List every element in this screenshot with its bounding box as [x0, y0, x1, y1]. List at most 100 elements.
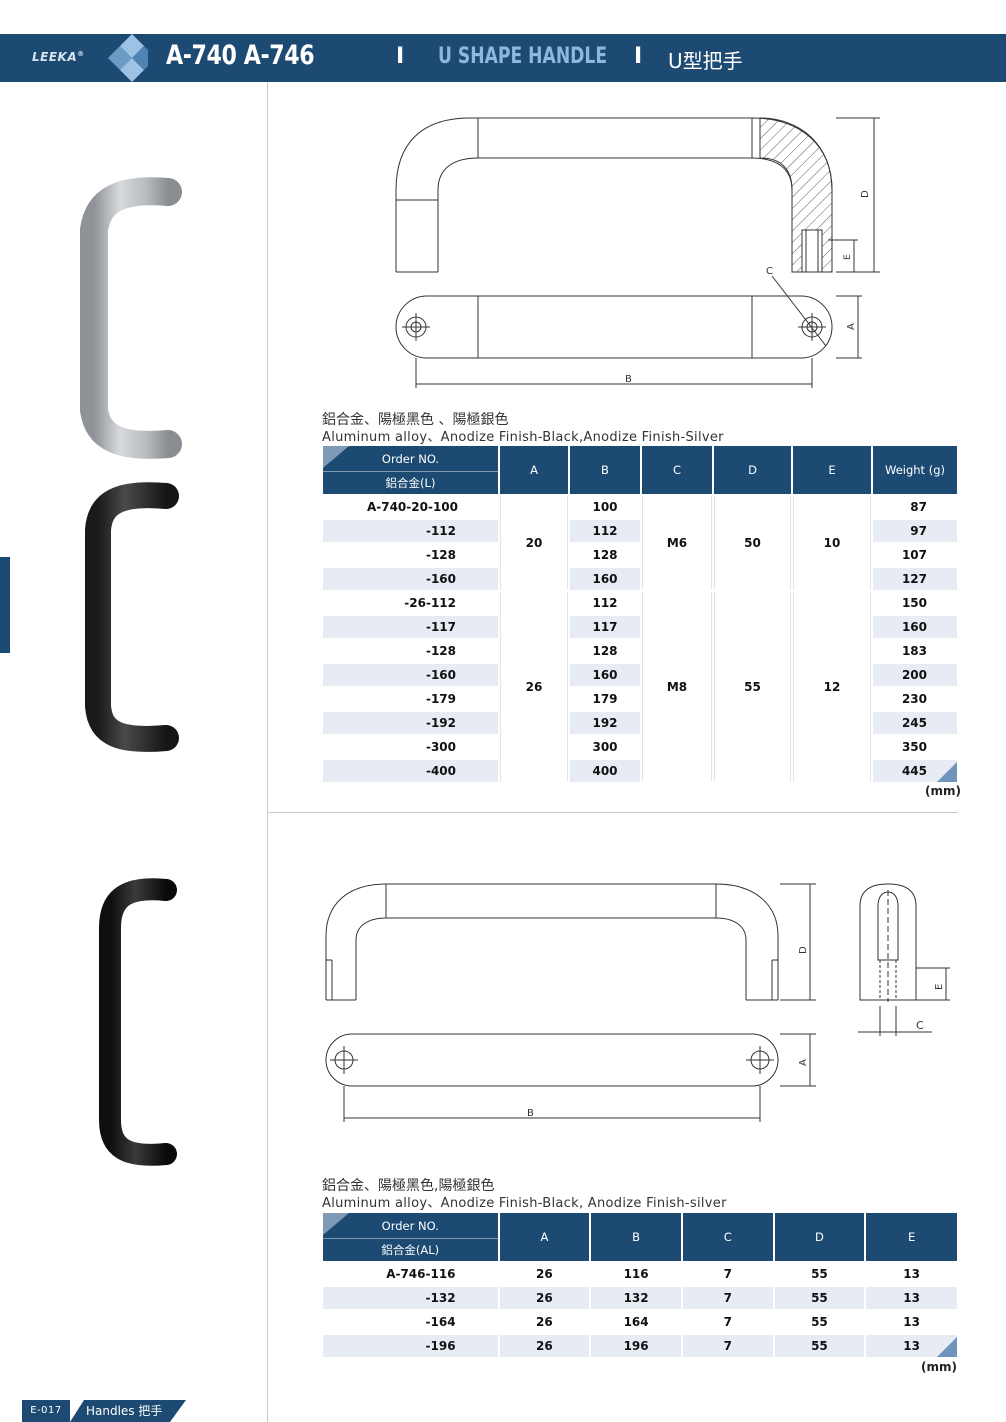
- b-cell: 192: [570, 712, 640, 734]
- b-cell: 179: [570, 688, 640, 710]
- d-cell: 55: [774, 1335, 865, 1357]
- b-cell: 112: [570, 520, 640, 542]
- table-row: -300 300 350: [323, 736, 957, 758]
- dim-label-c: C: [916, 1019, 924, 1032]
- e-cell: 13: [866, 1287, 957, 1309]
- table-row: -160 160 200: [323, 664, 957, 686]
- table-corner-accent: [937, 762, 957, 782]
- a-cell: 20: [500, 496, 568, 590]
- weight-cell: 107: [873, 544, 957, 566]
- d-cell: 55: [774, 1287, 865, 1309]
- header-order-no: Order NO. 鋁合金(AL): [323, 1213, 498, 1261]
- table-header: Order NO. 鋁合金(L) A B C D E Weight (g): [323, 446, 957, 494]
- spec-table-a740: Order NO. 鋁合金(L) A B C D E Weight (g) A-…: [321, 444, 959, 784]
- table-header: Order NO. 鋁合金(AL) A B C D E: [323, 1213, 957, 1261]
- b-cell: 116: [591, 1263, 681, 1285]
- order-cell: -179: [323, 688, 498, 710]
- b-cell: 132: [591, 1287, 681, 1309]
- order-cell: -300: [323, 736, 498, 758]
- header-col: B: [591, 1213, 681, 1261]
- order-cell: -192: [323, 712, 498, 734]
- header-col: B: [570, 446, 640, 494]
- e-cell: 12: [793, 592, 871, 782]
- e-cell: 10: [793, 496, 871, 590]
- title-cn: U型把手: [668, 49, 743, 73]
- material-cn-2: 鋁合金、陽極黑色,陽極銀色: [322, 1178, 495, 1194]
- header-order-no: Order NO. 鋁合金(L): [323, 446, 498, 494]
- a-cell: 26: [499, 1287, 590, 1309]
- weight-cell: 150: [873, 592, 957, 614]
- table-row: -132 26 132 7 55 13: [323, 1287, 957, 1309]
- e-cell: 13: [866, 1263, 957, 1285]
- table-row: -112 112 97: [323, 520, 957, 542]
- order-cell: -400: [323, 760, 498, 782]
- b-cell: 300: [570, 736, 640, 758]
- c-cell: 7: [682, 1311, 773, 1333]
- table-row: -26-112 26 112 M8 55 12 150: [323, 592, 957, 782]
- page-code: E-017: [22, 1400, 70, 1422]
- b-cell: 117: [570, 616, 640, 638]
- category-label: Handles 把手: [70, 1400, 186, 1422]
- table-row: -117 117 160: [323, 616, 957, 638]
- weight-cell: 200: [873, 664, 957, 686]
- dim-label-c: C: [766, 266, 773, 277]
- section-divider: [268, 812, 958, 813]
- table-corner-accent: [937, 1337, 957, 1357]
- silver-handle-photo: [80, 177, 182, 459]
- side-tab: [0, 557, 10, 653]
- a-cell: 26: [499, 1335, 590, 1357]
- b-cell: 100: [570, 496, 640, 518]
- dim-label-d: D: [798, 946, 809, 954]
- weight-cell: 350: [873, 736, 957, 758]
- a-cell: 26: [500, 592, 568, 782]
- order-cell: -132: [323, 1287, 498, 1309]
- order-cell: -26-112: [323, 592, 498, 614]
- table-row: -160 160 127: [323, 568, 957, 590]
- header-col: D: [714, 446, 791, 494]
- order-cell: -196: [323, 1335, 498, 1357]
- leeka-diamond-logo: [108, 34, 148, 82]
- table-row: A-740-20-100 20 100 M6 50 10 87: [323, 496, 957, 590]
- b-cell: 196: [591, 1335, 681, 1357]
- order-cell: -117: [323, 616, 498, 638]
- weight-cell: 230: [873, 688, 957, 710]
- b-cell: 128: [570, 544, 640, 566]
- weight-cell: 183: [873, 640, 957, 662]
- weight-cell: 160: [873, 616, 957, 638]
- b-cell: 128: [570, 640, 640, 662]
- technical-drawing-a746: D A B E C: [325, 883, 950, 1122]
- table-row: -400 400 445: [323, 760, 957, 782]
- brand-logo: LEEKA®: [32, 50, 85, 64]
- b-cell: 112: [570, 592, 640, 614]
- header-col: Weight (g): [873, 446, 957, 494]
- black-handle-photo: [85, 482, 179, 752]
- b-cell: 164: [591, 1311, 681, 1333]
- table-row: -196 26 196 7 55 13: [323, 1335, 957, 1357]
- header-col: A: [500, 446, 568, 494]
- order-cell: A-740-20-100: [323, 496, 498, 518]
- a-cell: 26: [499, 1263, 590, 1285]
- b-cell: 160: [570, 568, 640, 590]
- c-cell: 7: [682, 1287, 773, 1309]
- c-cell: M6: [642, 496, 712, 590]
- order-cell: A-746-116: [323, 1263, 498, 1285]
- order-cell: -164: [323, 1311, 498, 1333]
- table-row: -192 192 245: [323, 712, 957, 734]
- d-cell: 55: [714, 592, 791, 782]
- order-cell: -128: [323, 640, 498, 662]
- weight-cell: 97: [873, 520, 957, 542]
- weight-cell: 127: [873, 568, 957, 590]
- e-cell: 13: [866, 1335, 957, 1357]
- header-separator: I: [634, 44, 643, 69]
- title-en: U SHAPE HANDLE: [438, 44, 608, 69]
- dim-label-e: E: [934, 984, 945, 990]
- model-title: A-740 A-746: [166, 40, 315, 71]
- weight-cell: 245: [873, 712, 957, 734]
- unit-label-1: (mm): [925, 784, 961, 798]
- header-col: E: [866, 1213, 957, 1261]
- dim-label-a: A: [798, 1059, 809, 1066]
- dim-label-d: D: [860, 190, 871, 198]
- b-cell: 400: [570, 760, 640, 782]
- table-row: -164 26 164 7 55 13: [323, 1311, 957, 1333]
- header-col: C: [682, 1213, 773, 1261]
